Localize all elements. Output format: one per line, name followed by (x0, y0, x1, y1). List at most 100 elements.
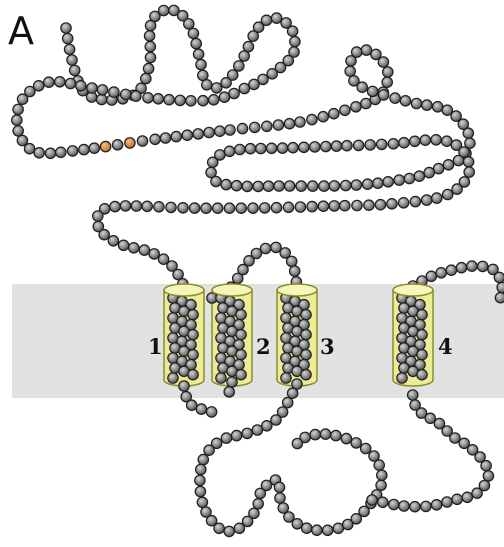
residue (145, 41, 155, 51)
residue (139, 245, 149, 255)
residue (478, 261, 488, 271)
residue (225, 125, 235, 135)
residue (394, 175, 404, 185)
residue (373, 178, 383, 188)
residue (296, 181, 306, 191)
residue (109, 87, 119, 97)
residue (271, 415, 281, 425)
residue (340, 105, 350, 115)
residue (97, 85, 107, 95)
residue (389, 499, 399, 509)
residue (404, 173, 414, 183)
residue (495, 293, 504, 303)
residue (256, 143, 266, 153)
residue (213, 203, 223, 213)
residue (417, 350, 427, 360)
residue (34, 148, 44, 158)
residue (375, 200, 385, 210)
residue (236, 310, 246, 320)
residue (137, 136, 147, 146)
residue-chain (12, 5, 504, 536)
residue (295, 117, 305, 127)
residue (224, 203, 234, 213)
residue (191, 38, 201, 48)
residue (44, 77, 54, 87)
residue (288, 143, 298, 153)
residue (362, 179, 372, 189)
residue (79, 144, 89, 154)
residue (166, 202, 176, 212)
helix-label-4: 4 (438, 334, 453, 359)
residue (188, 28, 198, 38)
residue (87, 83, 97, 93)
residue (284, 119, 294, 129)
residue (209, 95, 219, 105)
residue (424, 167, 434, 177)
residue (212, 83, 222, 93)
residue (62, 33, 72, 43)
residue (195, 475, 205, 485)
helix-cylinder-top-2 (212, 284, 252, 296)
residue (237, 123, 247, 133)
residue (178, 203, 188, 213)
helix-cylinder-top-4 (393, 284, 433, 296)
residue (422, 100, 432, 110)
residue (302, 523, 312, 533)
residue (369, 451, 379, 461)
residue (353, 140, 363, 150)
residue (346, 56, 356, 66)
residue (308, 181, 318, 191)
residue (277, 143, 287, 153)
residue (67, 55, 77, 65)
residue (377, 470, 387, 480)
residue (301, 350, 311, 360)
residue (318, 201, 328, 211)
residue (231, 181, 241, 191)
residue (432, 193, 442, 203)
residue (312, 525, 322, 535)
residue (410, 400, 420, 410)
residue (365, 140, 375, 150)
residue (494, 272, 504, 282)
residue (361, 443, 371, 453)
residue (329, 201, 339, 211)
residue (197, 497, 207, 507)
residue (467, 261, 477, 271)
residue (351, 438, 361, 448)
residue (456, 263, 466, 273)
residue (295, 202, 305, 212)
residue (12, 115, 22, 125)
highlighted-residue (100, 141, 110, 151)
residue (400, 96, 410, 106)
residue (442, 136, 452, 146)
residue (329, 181, 339, 191)
residue (443, 189, 453, 199)
residue (182, 130, 192, 140)
residue (271, 203, 281, 213)
residue (483, 471, 493, 481)
residue (331, 430, 341, 440)
residue (307, 114, 317, 124)
residue (188, 370, 198, 380)
residue (414, 171, 424, 181)
residue (345, 66, 355, 76)
residue (45, 148, 55, 158)
residue (287, 388, 297, 398)
residue (285, 181, 295, 191)
residue (234, 61, 244, 71)
residue (65, 78, 75, 88)
panel-label: A (8, 9, 34, 53)
residue (351, 102, 361, 112)
residue (204, 445, 214, 455)
residue (168, 373, 178, 383)
residue (301, 310, 311, 320)
residue (253, 181, 263, 191)
residue (331, 141, 341, 151)
residue (299, 142, 309, 152)
residue (281, 373, 291, 383)
residue (323, 525, 333, 535)
residue (150, 134, 160, 144)
residue (189, 203, 199, 213)
residue (283, 397, 293, 407)
